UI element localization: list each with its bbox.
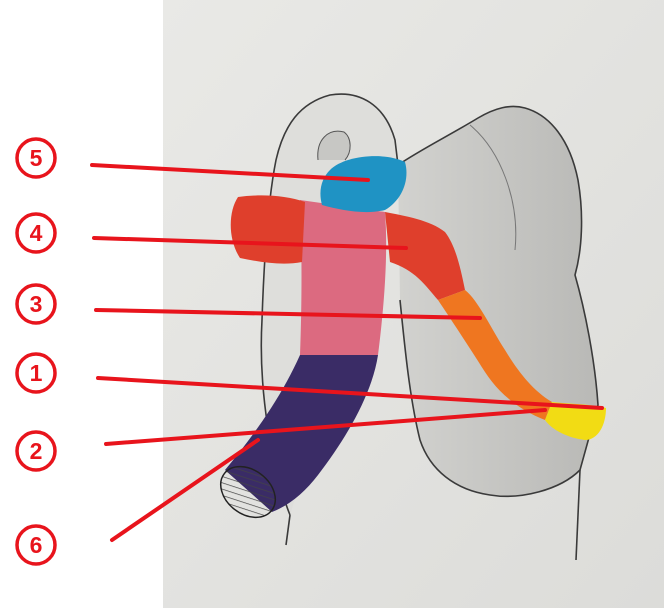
label-5: 5	[17, 139, 55, 177]
label-1-text: 1	[30, 360, 43, 386]
label-5-text: 5	[30, 145, 43, 171]
label-6-text: 6	[30, 532, 43, 558]
segment-4-red-left	[231, 195, 305, 263]
label-6: 6	[17, 526, 55, 564]
segment-4-pink	[300, 200, 386, 355]
label-4: 4	[17, 214, 55, 252]
label-3-text: 3	[30, 291, 43, 317]
label-2-text: 2	[30, 438, 43, 464]
label-1: 1	[17, 354, 55, 392]
label-2: 2	[17, 432, 55, 470]
right-bone-outline	[398, 106, 598, 496]
label-3: 3	[17, 285, 55, 323]
label-4-text: 4	[30, 220, 43, 246]
